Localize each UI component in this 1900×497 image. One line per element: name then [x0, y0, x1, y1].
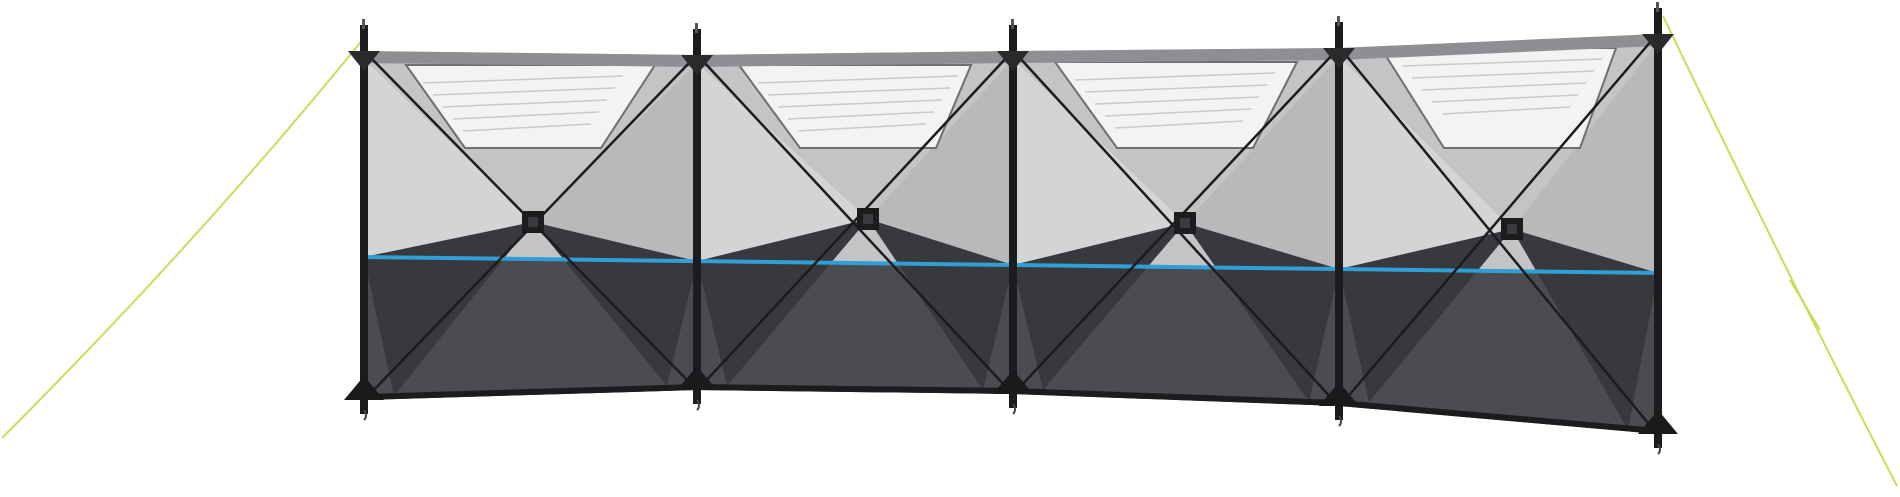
panel-left-triangle: [364, 59, 533, 257]
bottom-edge: [1013, 388, 1339, 406]
window-reflection: [1421, 82, 1587, 91]
panel-left-triangle: [1339, 56, 1512, 270]
window-reflection: [1441, 106, 1571, 115]
pole-tip: [362, 19, 365, 29]
top-band: [1339, 34, 1658, 60]
seam-diagonal: [1344, 53, 1653, 429]
center-connector-inner: [1507, 224, 1517, 234]
panel-right-triangle: [1185, 56, 1339, 270]
ground-peg-hook: [1012, 403, 1016, 415]
window-reflection: [462, 123, 592, 132]
panel-bottom-right-shade: [1512, 229, 1658, 430]
blue-stripe: [363, 255, 698, 264]
panel-right-triangle: [533, 63, 697, 262]
blue-stripe: [696, 259, 1014, 268]
guy-lines: [1, 15, 1898, 487]
blue-stripe: [1338, 267, 1659, 275]
seam-diagonal: [1344, 39, 1653, 401]
panel-bottom-left-shade: [364, 222, 533, 396]
window-reflection: [1084, 84, 1268, 93]
pole-tip: [695, 23, 698, 33]
window-reflection: [767, 87, 951, 96]
top-band: [697, 51, 1013, 67]
pole-top-corner: [681, 55, 713, 75]
mesh-window: [1053, 61, 1299, 149]
panel-left-triangle: [697, 63, 868, 262]
seam-diagonal: [702, 56, 1008, 385]
ground-peg-hook: [363, 409, 367, 421]
top-band: [1013, 48, 1339, 63]
windbreak-panels: [363, 34, 1659, 434]
pole-top-corner: [348, 51, 380, 71]
pole-top-corner: [1642, 34, 1674, 54]
ground-peg-hook: [1657, 443, 1661, 455]
bottom-edge: [697, 384, 1013, 394]
panel-section: [363, 51, 698, 400]
window-reflection: [1094, 96, 1260, 105]
center-connector-inner: [863, 214, 873, 224]
window-reflection: [1431, 94, 1579, 103]
window-reflection: [797, 123, 927, 132]
pole: [1654, 8, 1662, 448]
window-reflection: [442, 99, 608, 108]
panel-left-triangle: [1013, 59, 1185, 266]
window-reflection: [787, 111, 935, 120]
center-connector-inner: [528, 217, 538, 227]
guy-line-left: [1, 37, 365, 439]
pole-top-corner: [997, 51, 1029, 71]
pole-top-corner: [1323, 48, 1355, 68]
window-reflection: [1074, 72, 1276, 81]
pole-tip: [1656, 2, 1659, 12]
seam-diagonal: [702, 60, 1008, 389]
pole-bottom-corner: [993, 370, 1033, 394]
top-band: [364, 51, 697, 67]
panel-right-triangle: [868, 59, 1013, 266]
pole-bottom-corner: [677, 366, 717, 390]
window-reflection: [1114, 120, 1244, 129]
guy-line-right-split: [1789, 279, 1821, 331]
pole: [1009, 25, 1017, 408]
window-reflection: [422, 75, 624, 84]
panel-right-triangle: [1512, 42, 1658, 273]
window-reflection: [777, 99, 943, 108]
panel-bottom-right-shade: [533, 222, 697, 386]
window-reflection: [1401, 58, 1603, 67]
window-reflection: [452, 111, 600, 120]
bottom-edge: [1339, 400, 1658, 434]
center-connector-inner: [1180, 218, 1190, 228]
pole-bottom-corner: [1319, 382, 1359, 406]
bottom-edge: [364, 384, 697, 400]
window-reflection: [432, 87, 616, 96]
pole: [360, 25, 368, 414]
ground-peg-hook: [696, 399, 700, 411]
pole-bottom-corner: [1638, 410, 1678, 434]
mesh-window: [737, 64, 973, 149]
pole-bottom-corner: [344, 376, 384, 400]
panel-section: [1012, 48, 1340, 406]
pole: [1335, 22, 1343, 420]
pole: [693, 29, 701, 404]
pole-tip: [1337, 16, 1340, 26]
pole-tip: [1011, 19, 1014, 29]
window-reflection: [757, 75, 959, 84]
blue-stripe: [1012, 263, 1340, 272]
windbreak-poles: [344, 2, 1678, 455]
panel-section: [696, 51, 1014, 394]
window-reflection: [1411, 70, 1595, 79]
panel-section: [1338, 34, 1659, 434]
window-reflection: [1104, 108, 1252, 117]
guy-line-right: [1662, 15, 1898, 487]
ground-peg-hook: [1338, 415, 1342, 427]
